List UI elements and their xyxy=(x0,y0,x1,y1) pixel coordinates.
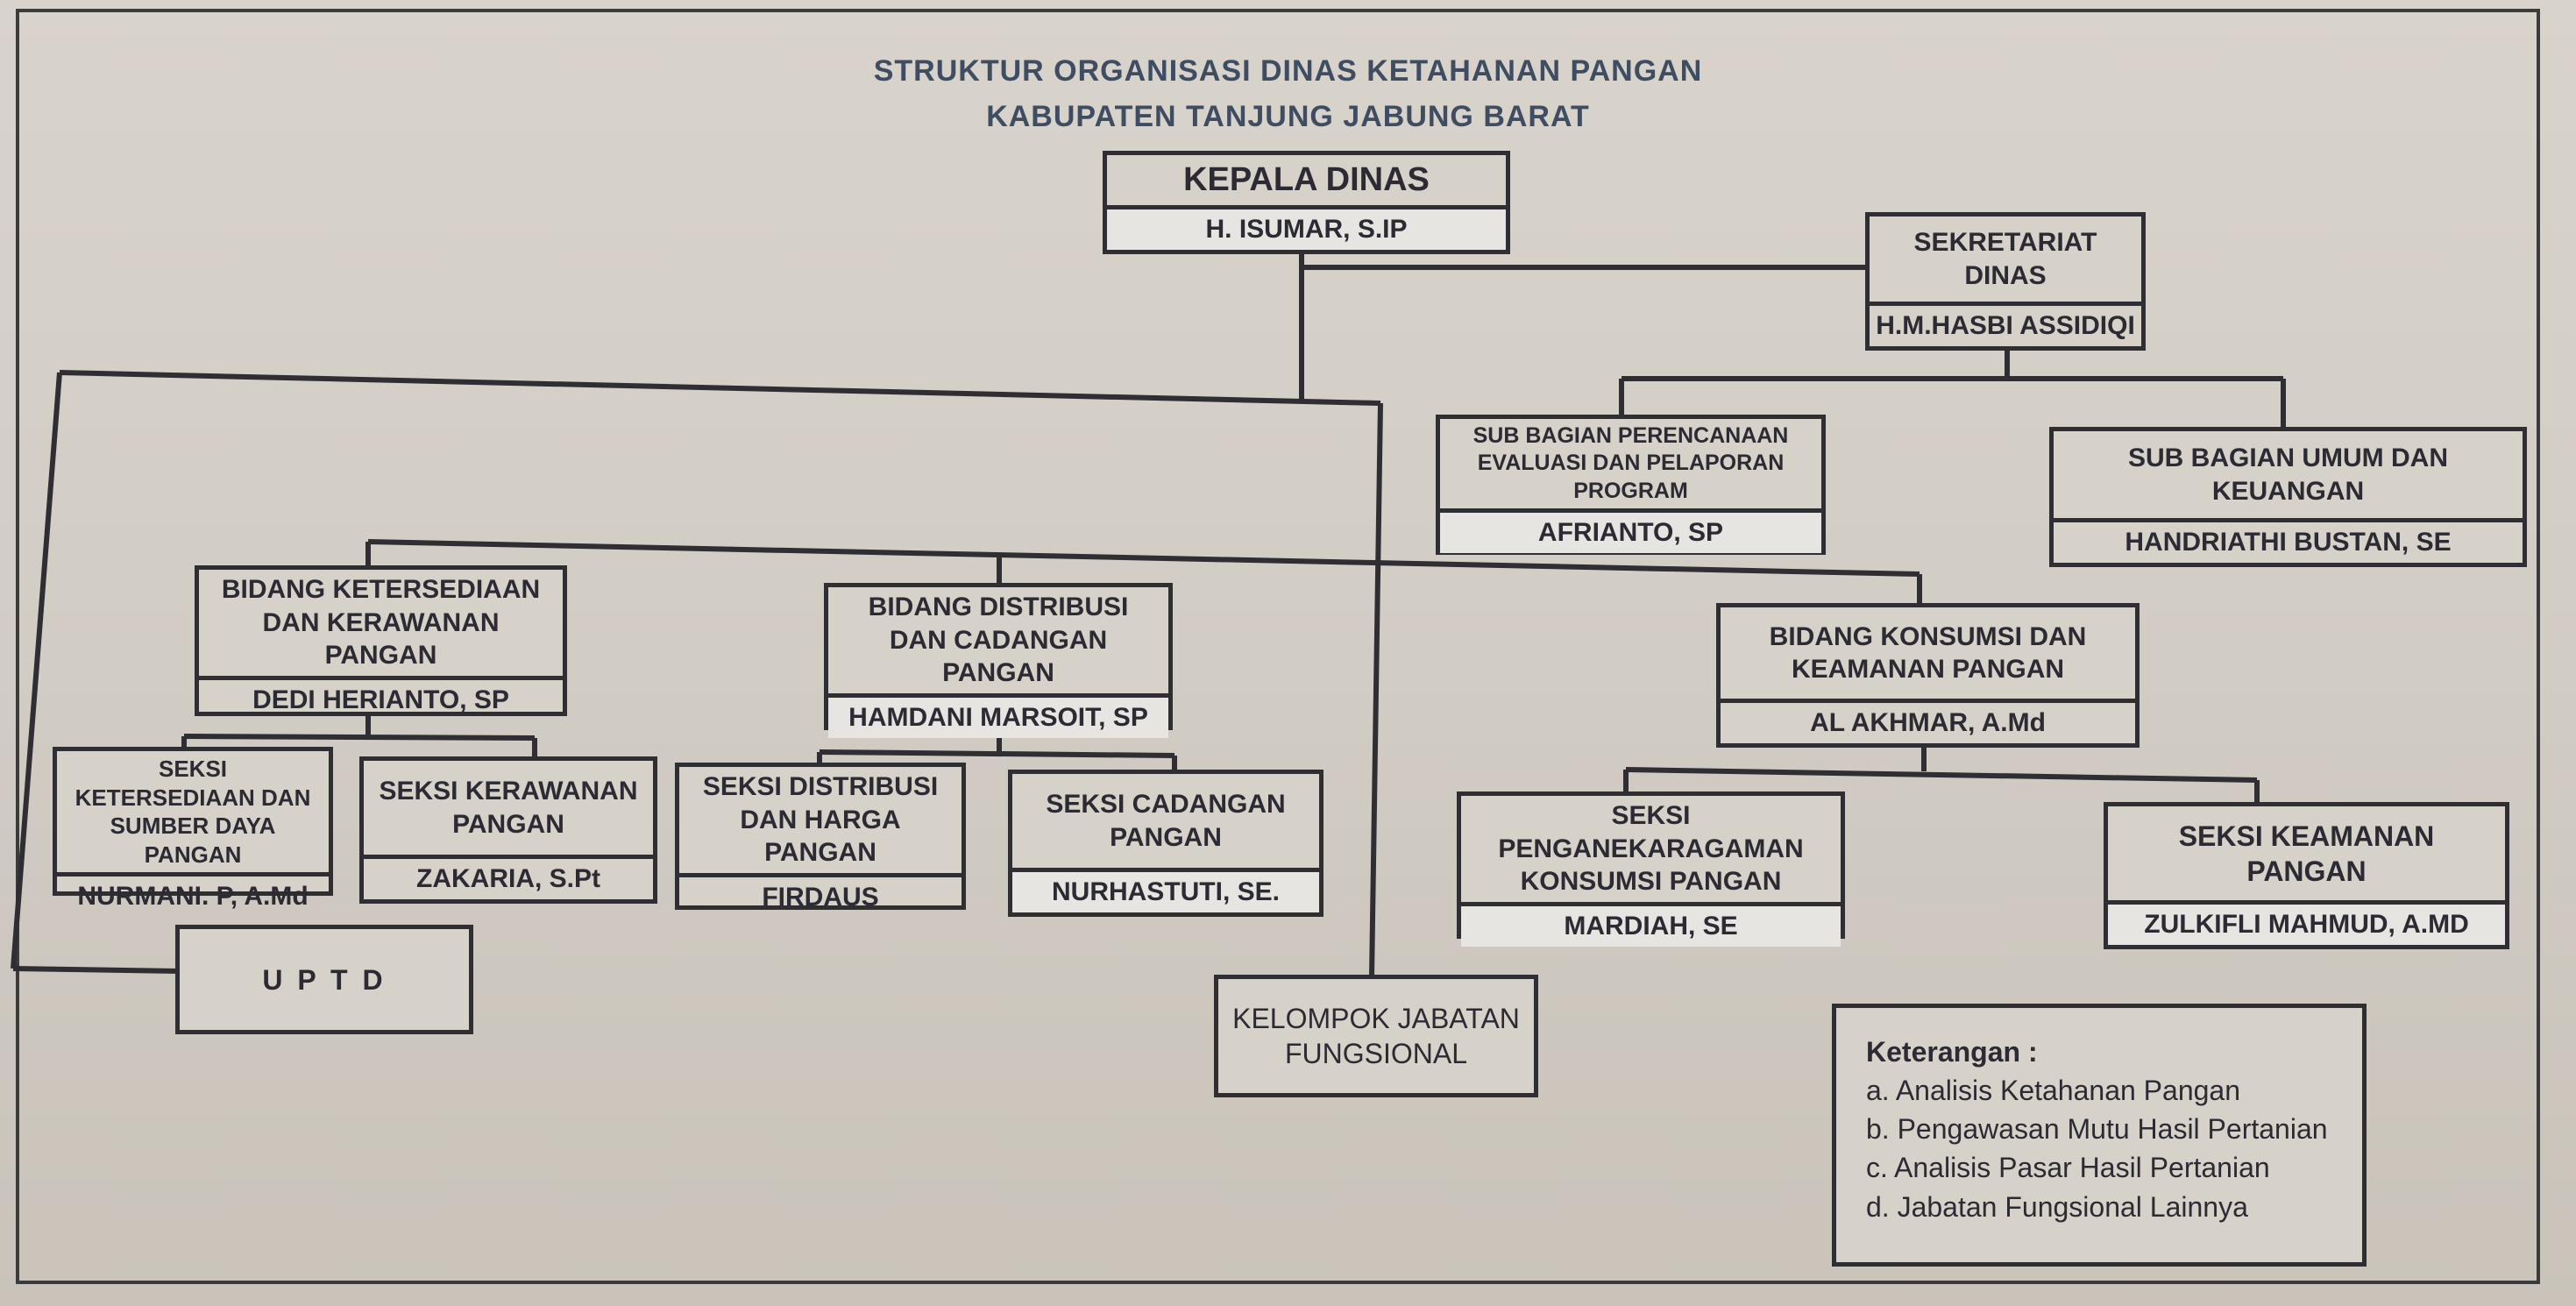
unit-label: SEKRETARIAT DINAS xyxy=(1913,228,2097,290)
box-bidang-ketersediaan: BIDANG KETERSEDIAAN DAN KERAWANAN PANGAN… xyxy=(195,565,567,716)
official-name: AL AKHMAR, A.Md xyxy=(1721,699,2135,743)
connector xyxy=(367,539,1920,577)
connector xyxy=(819,749,1175,758)
legend-item: b. Pengawasan Mutu Hasil Pertanian xyxy=(1866,1113,2328,1146)
unit-label: SEKSI KERAWANAN PANGAN xyxy=(379,777,638,839)
unit-label: SEKSI KEAMANAN PANGAN xyxy=(2178,820,2435,887)
unit-label: SEKSI KETERSEDIAAN DAN SUMBER DAYA PANGA… xyxy=(75,756,311,868)
box-kepala-dinas: KEPALA DINAS H. ISUMAR, S.IP xyxy=(1103,151,1510,254)
connector xyxy=(1369,402,1383,978)
official-name: NURMANI. P, A.Md xyxy=(57,872,329,917)
poster-frame xyxy=(16,9,2540,1284)
official-name: ZAKARIA, S.Pt xyxy=(364,855,653,899)
official-name: ZULKIFLI MAHMUD, A.MD xyxy=(2108,900,2505,945)
official-name: DEDI HERIANTO, SP xyxy=(199,675,563,720)
official-name: MARDIAH, SE xyxy=(1461,901,1841,947)
unit-label: BIDANG DISTRIBUSI DAN CADANGAN PANGAN xyxy=(868,593,1129,687)
connector xyxy=(59,370,1381,406)
legend-item: c. Analisis Pasar Hasil Pertanian xyxy=(1866,1152,2270,1184)
box-uptd: U P T D xyxy=(175,925,473,1034)
box-bidang-distribusi: BIDANG DISTRIBUSI DAN CADANGAN PANGAN HA… xyxy=(824,583,1173,738)
unit-label: SUB BAGIAN PERENCANAAN EVALUASI DAN PELA… xyxy=(1473,423,1789,503)
connector xyxy=(183,734,536,741)
unit-label: SEKSI DISTRIBUSI DAN HARGA PANGAN xyxy=(702,772,939,867)
unit-label: BIDANG KETERSEDIAAN DAN KERAWANAN PANGAN xyxy=(221,575,541,670)
box-subbag-umum: SUB BAGIAN UMUM DAN KEUANGAN HANDRIATHI … xyxy=(2049,427,2527,567)
box-subbag-perencanaan: SUB BAGIAN PERENCANAAN EVALUASI DAN PELA… xyxy=(1436,415,1826,555)
unit-label: BIDANG KONSUMSI DAN KEAMANAN PANGAN xyxy=(1769,621,2087,685)
box-seksi-kerawanan: SEKSI KERAWANAN PANGAN ZAKARIA, S.Pt xyxy=(359,756,657,904)
official-name: HANDRIATHI BUSTAN, SE xyxy=(2054,518,2523,563)
legend-item: d. Jabatan Fungsional Lainnya xyxy=(1866,1190,2248,1223)
box-seksi-ketersediaan: SEKSI KETERSEDIAAN DAN SUMBER DAYA PANGA… xyxy=(53,747,333,911)
legend-keterangan: Keterangan : a. Analisis Ketahanan Panga… xyxy=(1832,1004,2367,1267)
box-bidang-konsumsi: BIDANG KONSUMSI DAN KEAMANAN PANGAN AL A… xyxy=(1716,603,2140,748)
legend-title: Keterangan : xyxy=(1866,1036,2038,1068)
official-name: AFRIANTO, SP xyxy=(1440,507,1821,553)
legend-item: a. Analisis Ketahanan Pangan xyxy=(1866,1075,2240,1107)
official-name: H. ISUMAR, S.IP xyxy=(1107,205,1506,250)
official-name: FIRDAUS xyxy=(679,872,962,918)
unit-label: KEPALA DINAS xyxy=(1183,160,1430,198)
official-name: HAMDANI MARSOIT, SP xyxy=(828,692,1168,738)
unit-label: SEKSI PENGANEKARAGAMAN KONSUMSI PANGAN xyxy=(1498,801,1804,896)
box-seksi-cadangan: SEKSI CADANGAN PANGAN NURHASTUTI, SE. xyxy=(1008,770,1323,917)
official-name: H.M.HASBI ASSIDIQI xyxy=(1870,302,2141,346)
chart-subtitle: KABUPATEN TANJUNG JABUNG BARAT xyxy=(986,100,1590,133)
unit-label: SEKSI CADANGAN PANGAN xyxy=(1046,790,1286,852)
unit-label: U P T D xyxy=(262,963,387,996)
official-name: NURHASTUTI, SE. xyxy=(1012,868,1319,912)
box-seksi-keamanan: SEKSI KEAMANAN PANGAN ZULKIFLI MAHMUD, A… xyxy=(2104,802,2509,949)
unit-label: KELOMPOK JABATAN FUNGSIONAL xyxy=(1232,1003,1520,1069)
box-seksi-distribusi: SEKSI DISTRIBUSI DAN HARGA PANGAN FIRDAU… xyxy=(675,763,966,912)
unit-label: SUB BAGIAN UMUM DAN KEUANGAN xyxy=(2128,444,2448,506)
box-sekretariat: SEKRETARIAT DINAS H.M.HASBI ASSIDIQI xyxy=(1865,212,2146,351)
connector xyxy=(1625,767,2258,783)
chart-title: STRUKTUR ORGANISASI DINAS KETAHANAN PANG… xyxy=(873,54,1703,88)
connector xyxy=(12,966,181,974)
connector xyxy=(11,372,62,969)
box-kelompok-jabatan-fungsional: KELOMPOK JABATAN FUNGSIONAL xyxy=(1214,975,1538,1097)
box-seksi-penganekaragaman: SEKSI PENGANEKARAGAMAN KONSUMSI PANGAN M… xyxy=(1457,791,1845,947)
